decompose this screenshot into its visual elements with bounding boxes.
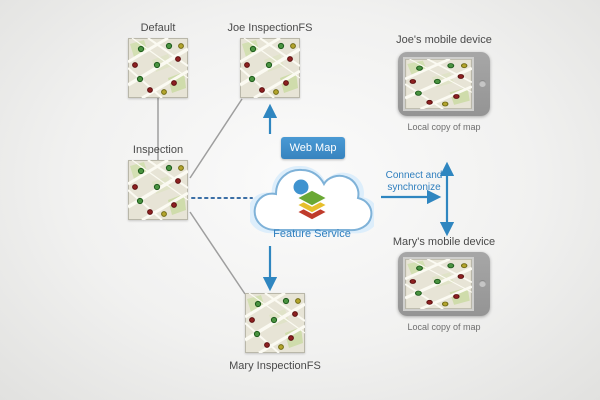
map-thumbnail-inspection xyxy=(128,160,188,220)
map-thumbnail-mary-inspectionfs xyxy=(245,293,305,353)
label-joe-device: Joe's mobile device xyxy=(396,34,492,46)
feature-service-cloud xyxy=(250,166,374,234)
caption-mary-local-copy: Local copy of map xyxy=(407,322,481,332)
map-tile-graphic xyxy=(405,59,472,109)
joe-mobile-device xyxy=(398,52,490,116)
map-tile-graphic xyxy=(240,38,300,98)
map-tile-graphic xyxy=(245,293,305,353)
line-inspection-to-mary xyxy=(189,211,246,295)
label-mary-device: Mary's mobile device xyxy=(392,236,496,248)
map-tile-graphic xyxy=(405,259,472,309)
connect-synchronize-label: Connect and synchronize xyxy=(374,170,454,194)
map-thumbnail-default xyxy=(128,38,188,98)
map-thumbnail-joe-inspectionfs xyxy=(240,38,300,98)
line-inspection-to-joe xyxy=(189,98,243,179)
map-tile-graphic xyxy=(128,160,188,220)
layers-icon xyxy=(293,179,328,221)
connect-synchronize-line2: synchronize xyxy=(387,182,441,193)
web-map-badge: Web Map xyxy=(281,137,345,159)
mary-device-camera-icon xyxy=(479,280,486,287)
label-joe-inspectionfs: Joe InspectionFS xyxy=(227,22,313,34)
joe-device-screen xyxy=(403,57,474,111)
connect-synchronize-line1: Connect and xyxy=(385,170,443,181)
label-default: Default xyxy=(140,22,176,34)
map-tile-graphic xyxy=(128,38,188,98)
mary-device-screen xyxy=(403,257,474,311)
caption-joe-local-copy: Local copy of map xyxy=(407,122,481,132)
label-inspection: Inspection xyxy=(132,144,184,156)
mary-mobile-device xyxy=(398,252,490,316)
feature-service-label: Feature Service xyxy=(273,228,351,240)
joe-device-camera-icon xyxy=(479,80,486,87)
label-mary-inspectionfs: Mary InspectionFS xyxy=(229,360,321,372)
